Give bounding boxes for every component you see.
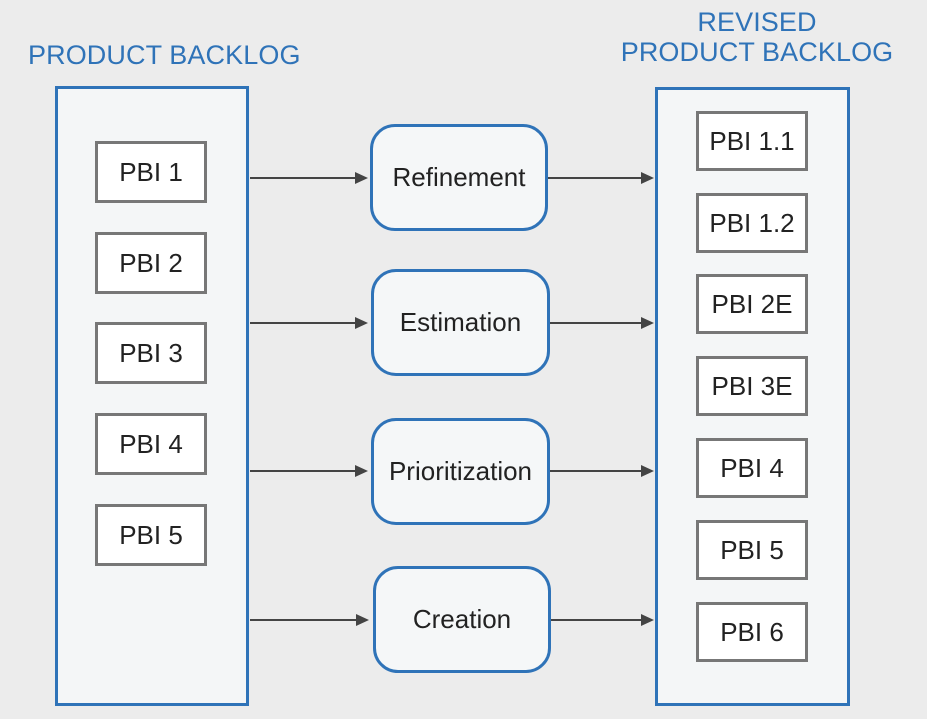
prioritization-input-arrow — [250, 465, 368, 477]
refinement-input-arrow-head — [355, 172, 368, 184]
estimation-output-arrow — [550, 317, 654, 329]
creation-output-arrow — [551, 614, 654, 626]
prioritization-input-arrow-head — [355, 465, 368, 477]
prioritization-output-arrow — [550, 465, 654, 477]
refinement-input-arrow — [250, 172, 368, 184]
revised-backlog-item-pbi-3e: PBI 3E — [696, 356, 808, 416]
estimation-process: Estimation — [371, 269, 550, 376]
creation-process: Creation — [373, 566, 551, 673]
product-backlog-item-pbi-2: PBI 2 — [95, 232, 207, 294]
revised-backlog-item-pbi-1-1: PBI 1.1 — [696, 111, 808, 171]
product-backlog-item-pbi-1: PBI 1 — [95, 141, 207, 203]
refinement-output-arrow — [548, 172, 654, 184]
revised-title-line-1: REVISED — [697, 7, 817, 37]
product-backlog-item-pbi-4: PBI 4 — [95, 413, 207, 475]
revised-product-backlog-title: REVISED PRODUCT BACKLOG — [616, 7, 898, 67]
product-backlog-title: PRODUCT BACKLOG — [28, 40, 301, 70]
estimation-output-arrow-head — [641, 317, 654, 329]
revised-backlog-item-pbi-2e: PBI 2E — [696, 274, 808, 334]
refinement-output-arrow-head — [641, 172, 654, 184]
creation-input-arrow — [250, 614, 369, 626]
revised-backlog-item-pbi-6: PBI 6 — [696, 602, 808, 662]
revised-backlog-item-pbi-1-2: PBI 1.2 — [696, 193, 808, 253]
estimation-input-arrow — [250, 317, 368, 329]
refinement-process: Refinement — [370, 124, 548, 231]
product-backlog-item-pbi-3: PBI 3 — [95, 322, 207, 384]
prioritization-process: Prioritization — [371, 418, 550, 525]
product-backlog-item-pbi-5: PBI 5 — [95, 504, 207, 566]
revised-title-line-2: PRODUCT BACKLOG — [620, 37, 894, 68]
creation-output-arrow-head — [641, 614, 654, 626]
revised-backlog-item-pbi-5: PBI 5 — [696, 520, 808, 580]
estimation-input-arrow-head — [355, 317, 368, 329]
revised-backlog-item-pbi-4: PBI 4 — [696, 438, 808, 498]
creation-input-arrow-head — [356, 614, 369, 626]
prioritization-output-arrow-head — [641, 465, 654, 477]
